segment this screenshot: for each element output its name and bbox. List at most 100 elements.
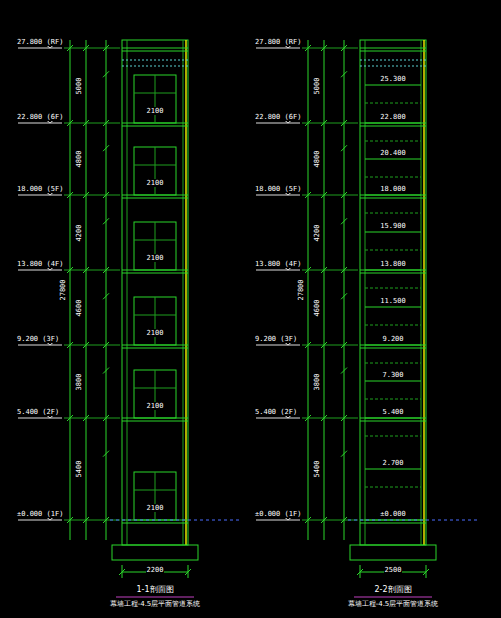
sub-division xyxy=(365,363,421,364)
extension-line xyxy=(302,345,358,346)
level-line xyxy=(18,270,62,271)
dimension-tick xyxy=(305,45,311,51)
dimension-text: 3800 xyxy=(75,372,83,391)
dimension-tick xyxy=(67,45,73,51)
level-line xyxy=(18,345,62,346)
dimension-tick xyxy=(103,342,109,348)
dimension-text: 2100 xyxy=(146,504,165,512)
dimension-text: 4800 xyxy=(313,150,321,169)
sub-division xyxy=(365,177,421,178)
level-line xyxy=(256,520,300,521)
floor-slab xyxy=(360,198,426,199)
dimension-tick xyxy=(341,293,347,299)
level-text: ±0.000 xyxy=(379,510,406,518)
dimension-line xyxy=(70,40,71,540)
dimension-tick xyxy=(341,517,347,523)
level-text: ±0.000 (1F) xyxy=(254,510,302,518)
dimension-tick xyxy=(341,267,347,273)
dimension-tick xyxy=(83,517,89,523)
dimension-tick xyxy=(103,451,109,457)
shaft-lining xyxy=(183,40,184,545)
view-subtitle: 幕墙工程-4.5层平面管道系统 xyxy=(109,600,202,608)
dimension-tick xyxy=(341,218,347,224)
dimension-line xyxy=(324,40,325,540)
edge-line xyxy=(423,40,425,545)
dimension-text: 2100 xyxy=(146,107,165,115)
dimension-tick xyxy=(341,120,347,126)
level-text: ±0.000 (1F) xyxy=(16,510,64,518)
extension-line xyxy=(302,195,358,196)
floor-slab xyxy=(360,421,426,422)
extension-line xyxy=(302,270,358,271)
level-text: 2.700 xyxy=(381,459,404,467)
level-text: 27.800 (RF) xyxy=(16,38,64,46)
dimension-tick xyxy=(341,45,347,51)
dimension-tick xyxy=(103,218,109,224)
shaft-lining xyxy=(127,40,128,545)
dimension-text: 4200 xyxy=(313,223,321,242)
dimension-tick xyxy=(67,267,73,273)
level-text: 18.000 (5F) xyxy=(16,185,64,193)
floor-slab xyxy=(360,270,426,271)
dimension-tick xyxy=(83,45,89,51)
level-line xyxy=(256,345,300,346)
floor-slab xyxy=(122,126,188,127)
dimension-tick xyxy=(83,267,89,273)
dimension-tick xyxy=(423,569,429,575)
dimension-tick xyxy=(83,415,89,421)
dimension-tick xyxy=(305,120,311,126)
level-text: 18.000 (5F) xyxy=(254,185,302,193)
dimension-text: 5000 xyxy=(75,76,83,95)
level-text: 27.800 (RF) xyxy=(254,38,302,46)
level-text: 9.200 xyxy=(381,335,404,343)
dimension-tick xyxy=(83,192,89,198)
dimension-tick xyxy=(67,120,73,126)
door-frame xyxy=(134,297,176,345)
dimension-text: 2200 xyxy=(146,566,165,574)
roof-slab xyxy=(360,66,426,67)
dimension-tick xyxy=(341,71,347,77)
dimension-tick xyxy=(341,368,347,374)
dimension-tick xyxy=(321,342,327,348)
extension-line xyxy=(64,270,120,271)
door-leaf xyxy=(155,147,156,195)
dimension-tick xyxy=(341,145,347,151)
dimension-text: 2500 xyxy=(384,566,403,574)
dimension-tick xyxy=(321,192,327,198)
level-division xyxy=(365,270,421,271)
sub-division xyxy=(365,325,421,326)
level-division xyxy=(365,123,421,124)
dimension-text: 27800 xyxy=(297,278,305,301)
sub-division xyxy=(365,250,421,251)
floor-slab xyxy=(360,51,426,52)
dimension-tick xyxy=(119,569,125,575)
floor-slab xyxy=(122,51,188,52)
extension-line xyxy=(64,195,120,196)
level-division xyxy=(365,418,421,419)
door-leaf xyxy=(155,297,156,345)
view-title: 2-2剖面图 xyxy=(373,586,412,594)
view-subtitle: 幕墙工程-4.5层平面管道系统 xyxy=(347,600,440,608)
foundation xyxy=(112,545,198,560)
floor-slab xyxy=(122,348,188,349)
dimension-tick xyxy=(305,192,311,198)
view-title: 1-1剖面图 xyxy=(135,586,174,594)
door-frame xyxy=(134,75,176,123)
level-text: 7.300 xyxy=(381,371,404,379)
level-line xyxy=(256,123,300,124)
sub-division xyxy=(365,399,421,400)
dimension-tick xyxy=(67,192,73,198)
floor-slab xyxy=(360,523,426,524)
level-text: 9.200 (3F) xyxy=(16,335,60,343)
floor-slab xyxy=(122,421,188,422)
door-leaf xyxy=(155,472,156,520)
floor-slab xyxy=(360,126,426,127)
level-division xyxy=(365,85,421,86)
level-division xyxy=(365,195,421,196)
dimension-tick xyxy=(83,120,89,126)
level-text: 15.900 xyxy=(379,222,406,230)
level-text: 5.400 (2F) xyxy=(16,408,60,416)
level-text: 5.400 xyxy=(381,408,404,416)
dimension-tick xyxy=(103,293,109,299)
floor-slab xyxy=(122,273,188,274)
